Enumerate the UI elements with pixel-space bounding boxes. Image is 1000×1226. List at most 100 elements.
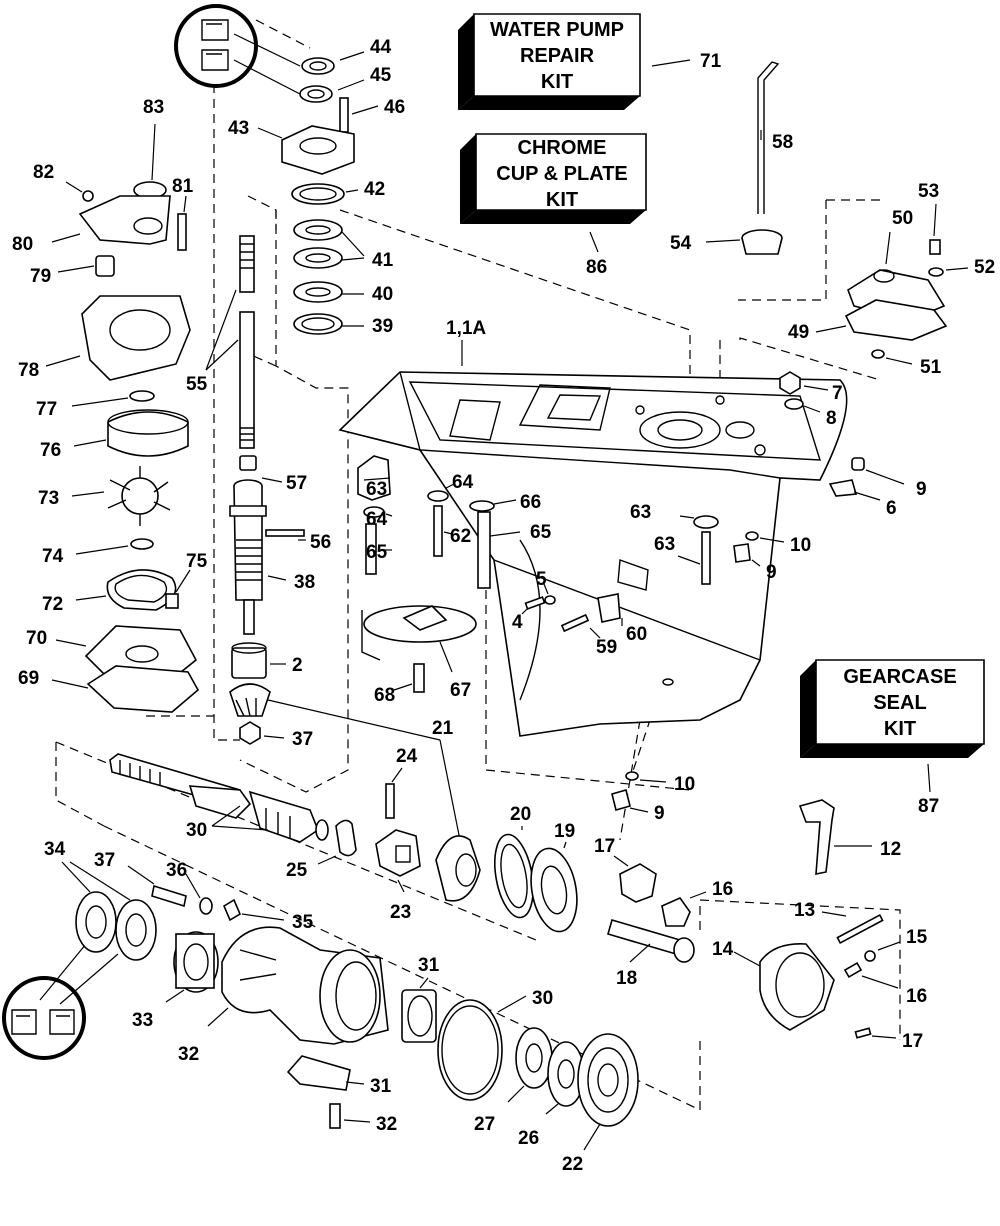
- callout-61: 60: [626, 624, 647, 645]
- callout-45: 42: [364, 179, 385, 200]
- gearcase-kit-line2: SEAL: [873, 692, 926, 714]
- callout-46: 43: [228, 118, 249, 139]
- callout-6: 7: [832, 383, 843, 404]
- propshaft-assembly: 30 25 24 23 20 19 17 16: [109, 746, 928, 1052]
- callout-52: 51: [920, 357, 942, 378]
- water-pump-kit-line3: KIT: [541, 71, 573, 93]
- callout-3: 4: [512, 612, 523, 633]
- callout-40: 37: [292, 729, 313, 750]
- callout-39: 37: [94, 850, 115, 871]
- callout-17: 16: [712, 879, 733, 900]
- callout-30: 32: [178, 1044, 199, 1065]
- callout-11: 12: [880, 839, 901, 860]
- water-pump-repair-kit-box: WATER PUMP REPAIR KIT 71: [458, 13, 722, 110]
- callout-75: 73: [38, 488, 59, 509]
- callout-29: 27: [474, 1114, 495, 1135]
- callout-50: 49: [788, 322, 809, 343]
- callout-9-upper: 9: [766, 562, 777, 583]
- callout-34: 32: [376, 1114, 397, 1135]
- callout-27: 30: [186, 820, 207, 841]
- callout-85: 83: [143, 97, 164, 118]
- driveshaft-column: 44 45 46 43 42 41 40 3: [174, 4, 461, 841]
- gearcase-kit-line1: GEARCASE: [843, 666, 956, 688]
- callout-10-lower: 10: [674, 774, 695, 795]
- callout-86: 86: [586, 257, 607, 278]
- chrome-kit-line1: CHROME: [518, 137, 607, 159]
- callout-56: 55: [186, 374, 208, 395]
- callout-53: 52: [974, 257, 995, 278]
- callout-58: 57: [286, 473, 307, 494]
- callout-1-1a: 1,1A: [446, 318, 486, 339]
- chrome-cup-plate-kit-box: CHROME CUP & PLATE KIT 86: [460, 133, 647, 278]
- callout-84: 82: [33, 162, 54, 183]
- callout-15: 16: [906, 986, 927, 1007]
- callout-5: 6: [886, 498, 897, 519]
- callout-36: 34: [44, 839, 66, 860]
- water-pump-kit-line1: WATER PUMP: [490, 19, 624, 41]
- callout-49: 46: [384, 97, 405, 118]
- callout-60: 59: [596, 637, 617, 658]
- callout-80: 78: [18, 360, 39, 381]
- callout-68: 65: [366, 542, 388, 563]
- callout-81: 79: [30, 266, 51, 287]
- callout-28: 26: [518, 1128, 539, 1149]
- callout-65: 66: [520, 492, 541, 513]
- callout-20: 19: [554, 821, 575, 842]
- callout-16: 17: [902, 1031, 923, 1052]
- callout-64: 65: [530, 522, 552, 543]
- callout-9-lower: 9: [654, 803, 665, 824]
- callout-74: 72: [42, 594, 63, 615]
- callout-59: 58: [772, 132, 793, 153]
- callout-18: 17: [594, 836, 615, 857]
- callout-24: 23: [390, 902, 411, 923]
- callout-57: 56: [310, 532, 331, 553]
- callout-26: 25: [286, 860, 308, 881]
- callout-62-left: 62: [450, 526, 471, 547]
- callout-54: 53: [918, 181, 939, 202]
- water-pump-kit-line2: REPAIR: [520, 45, 595, 67]
- callout-83: 81: [172, 176, 194, 197]
- callout-82: 80: [12, 234, 33, 255]
- gearcase-housing: 1,1A: [338, 318, 848, 737]
- callout-79: 77: [36, 399, 57, 420]
- callout-69: 67: [450, 680, 471, 701]
- callout-66: 63: [366, 479, 387, 500]
- callout-73: 70: [26, 628, 47, 649]
- shift-rod-assembly: 58 54 53 52 50 49 51 7 8: [670, 61, 995, 583]
- callout-12: 13: [794, 900, 815, 921]
- callout-72: 69: [18, 668, 39, 689]
- callout-31: 30: [532, 988, 553, 1009]
- callout-13: 14: [712, 939, 734, 960]
- gearcase-kit-line3: KIT: [884, 718, 916, 740]
- callout-47: 44: [370, 37, 392, 58]
- callout-76: 74: [42, 546, 64, 567]
- callout-14: 15: [906, 927, 928, 948]
- callout-35: 33: [132, 1010, 153, 1031]
- chrome-kit-line2: CUP & PLATE: [496, 163, 628, 185]
- callout-25: 24: [396, 746, 418, 767]
- callout-2: 2: [292, 655, 303, 676]
- chrome-kit-line3: KIT: [546, 189, 578, 211]
- callout-10-upper: 10: [790, 535, 811, 556]
- water-pump-assembly: 83 82 80 81 79 78 77 76 73: [12, 97, 208, 713]
- callout-63-left: 64: [452, 472, 474, 493]
- callout-63-right: 63: [630, 502, 651, 523]
- callout-62-right: 63: [654, 534, 675, 555]
- callout-43: 40: [372, 284, 393, 305]
- callout-8: 9: [916, 479, 927, 500]
- callout-37: 35: [292, 912, 314, 933]
- callout-77: 75: [186, 551, 208, 572]
- callout-71: 71: [700, 51, 722, 72]
- callout-21: 20: [510, 804, 531, 825]
- callout-48: 45: [370, 65, 392, 86]
- gearcase-seal-kit-box: GEARCASE SEAL KIT 87: [800, 659, 985, 817]
- callout-4: 5: [536, 569, 547, 590]
- callout-42: 39: [372, 316, 393, 337]
- callout-41: 38: [294, 572, 315, 593]
- callout-22: 21: [432, 718, 454, 739]
- callout-87: 87: [918, 796, 939, 817]
- callout-7: 8: [826, 408, 837, 429]
- callout-23: 22: [562, 1154, 583, 1175]
- callout-70: 68: [374, 685, 395, 706]
